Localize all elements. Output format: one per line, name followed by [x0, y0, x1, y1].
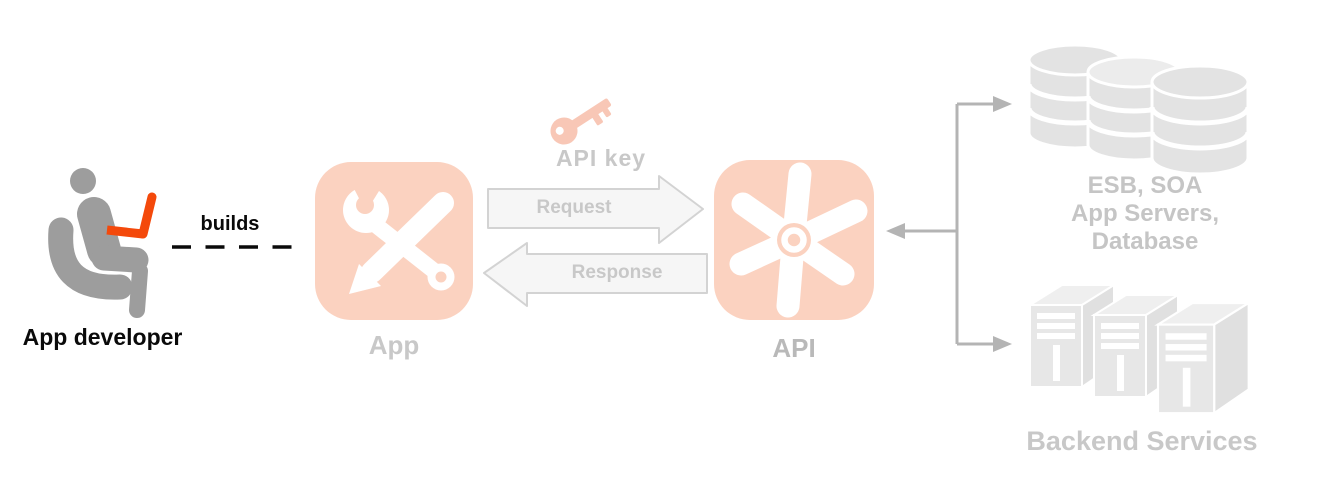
- middleware-label: ESB, SOA App Servers, Database: [1070, 172, 1220, 255]
- response-label: Response: [571, 262, 663, 283]
- server-box: [1154, 301, 1253, 416]
- app-icon: [315, 162, 473, 320]
- database-cylinder: [1149, 64, 1251, 176]
- app-developer-label: App developer: [22, 324, 183, 350]
- server-box: [1026, 283, 1118, 389]
- app-label: App: [368, 330, 420, 360]
- database-stack-icon: [1026, 43, 1251, 176]
- app-developer-icon: [48, 168, 157, 318]
- api-label: API: [772, 333, 816, 363]
- request-label: Request: [536, 197, 612, 218]
- backend-services-label: Backend Services: [1026, 426, 1258, 456]
- arrowhead-to-servers: [993, 336, 1012, 352]
- request-arrow: [487, 175, 704, 244]
- api-key-label: API key: [555, 145, 647, 171]
- builds-label: builds: [200, 213, 260, 235]
- arrowhead-to-api: [886, 223, 905, 239]
- response-arrow: [483, 242, 708, 307]
- api-icon: [714, 160, 874, 320]
- arrowhead-to-database: [993, 96, 1012, 112]
- pencil-icon: [349, 192, 454, 294]
- server-rack-icon: [1026, 283, 1253, 416]
- api-key-icon: [550, 98, 612, 145]
- api-gear-glyph: [729, 162, 868, 318]
- laptop-icon: [106, 192, 157, 239]
- api-backend-connector: [886, 96, 1012, 352]
